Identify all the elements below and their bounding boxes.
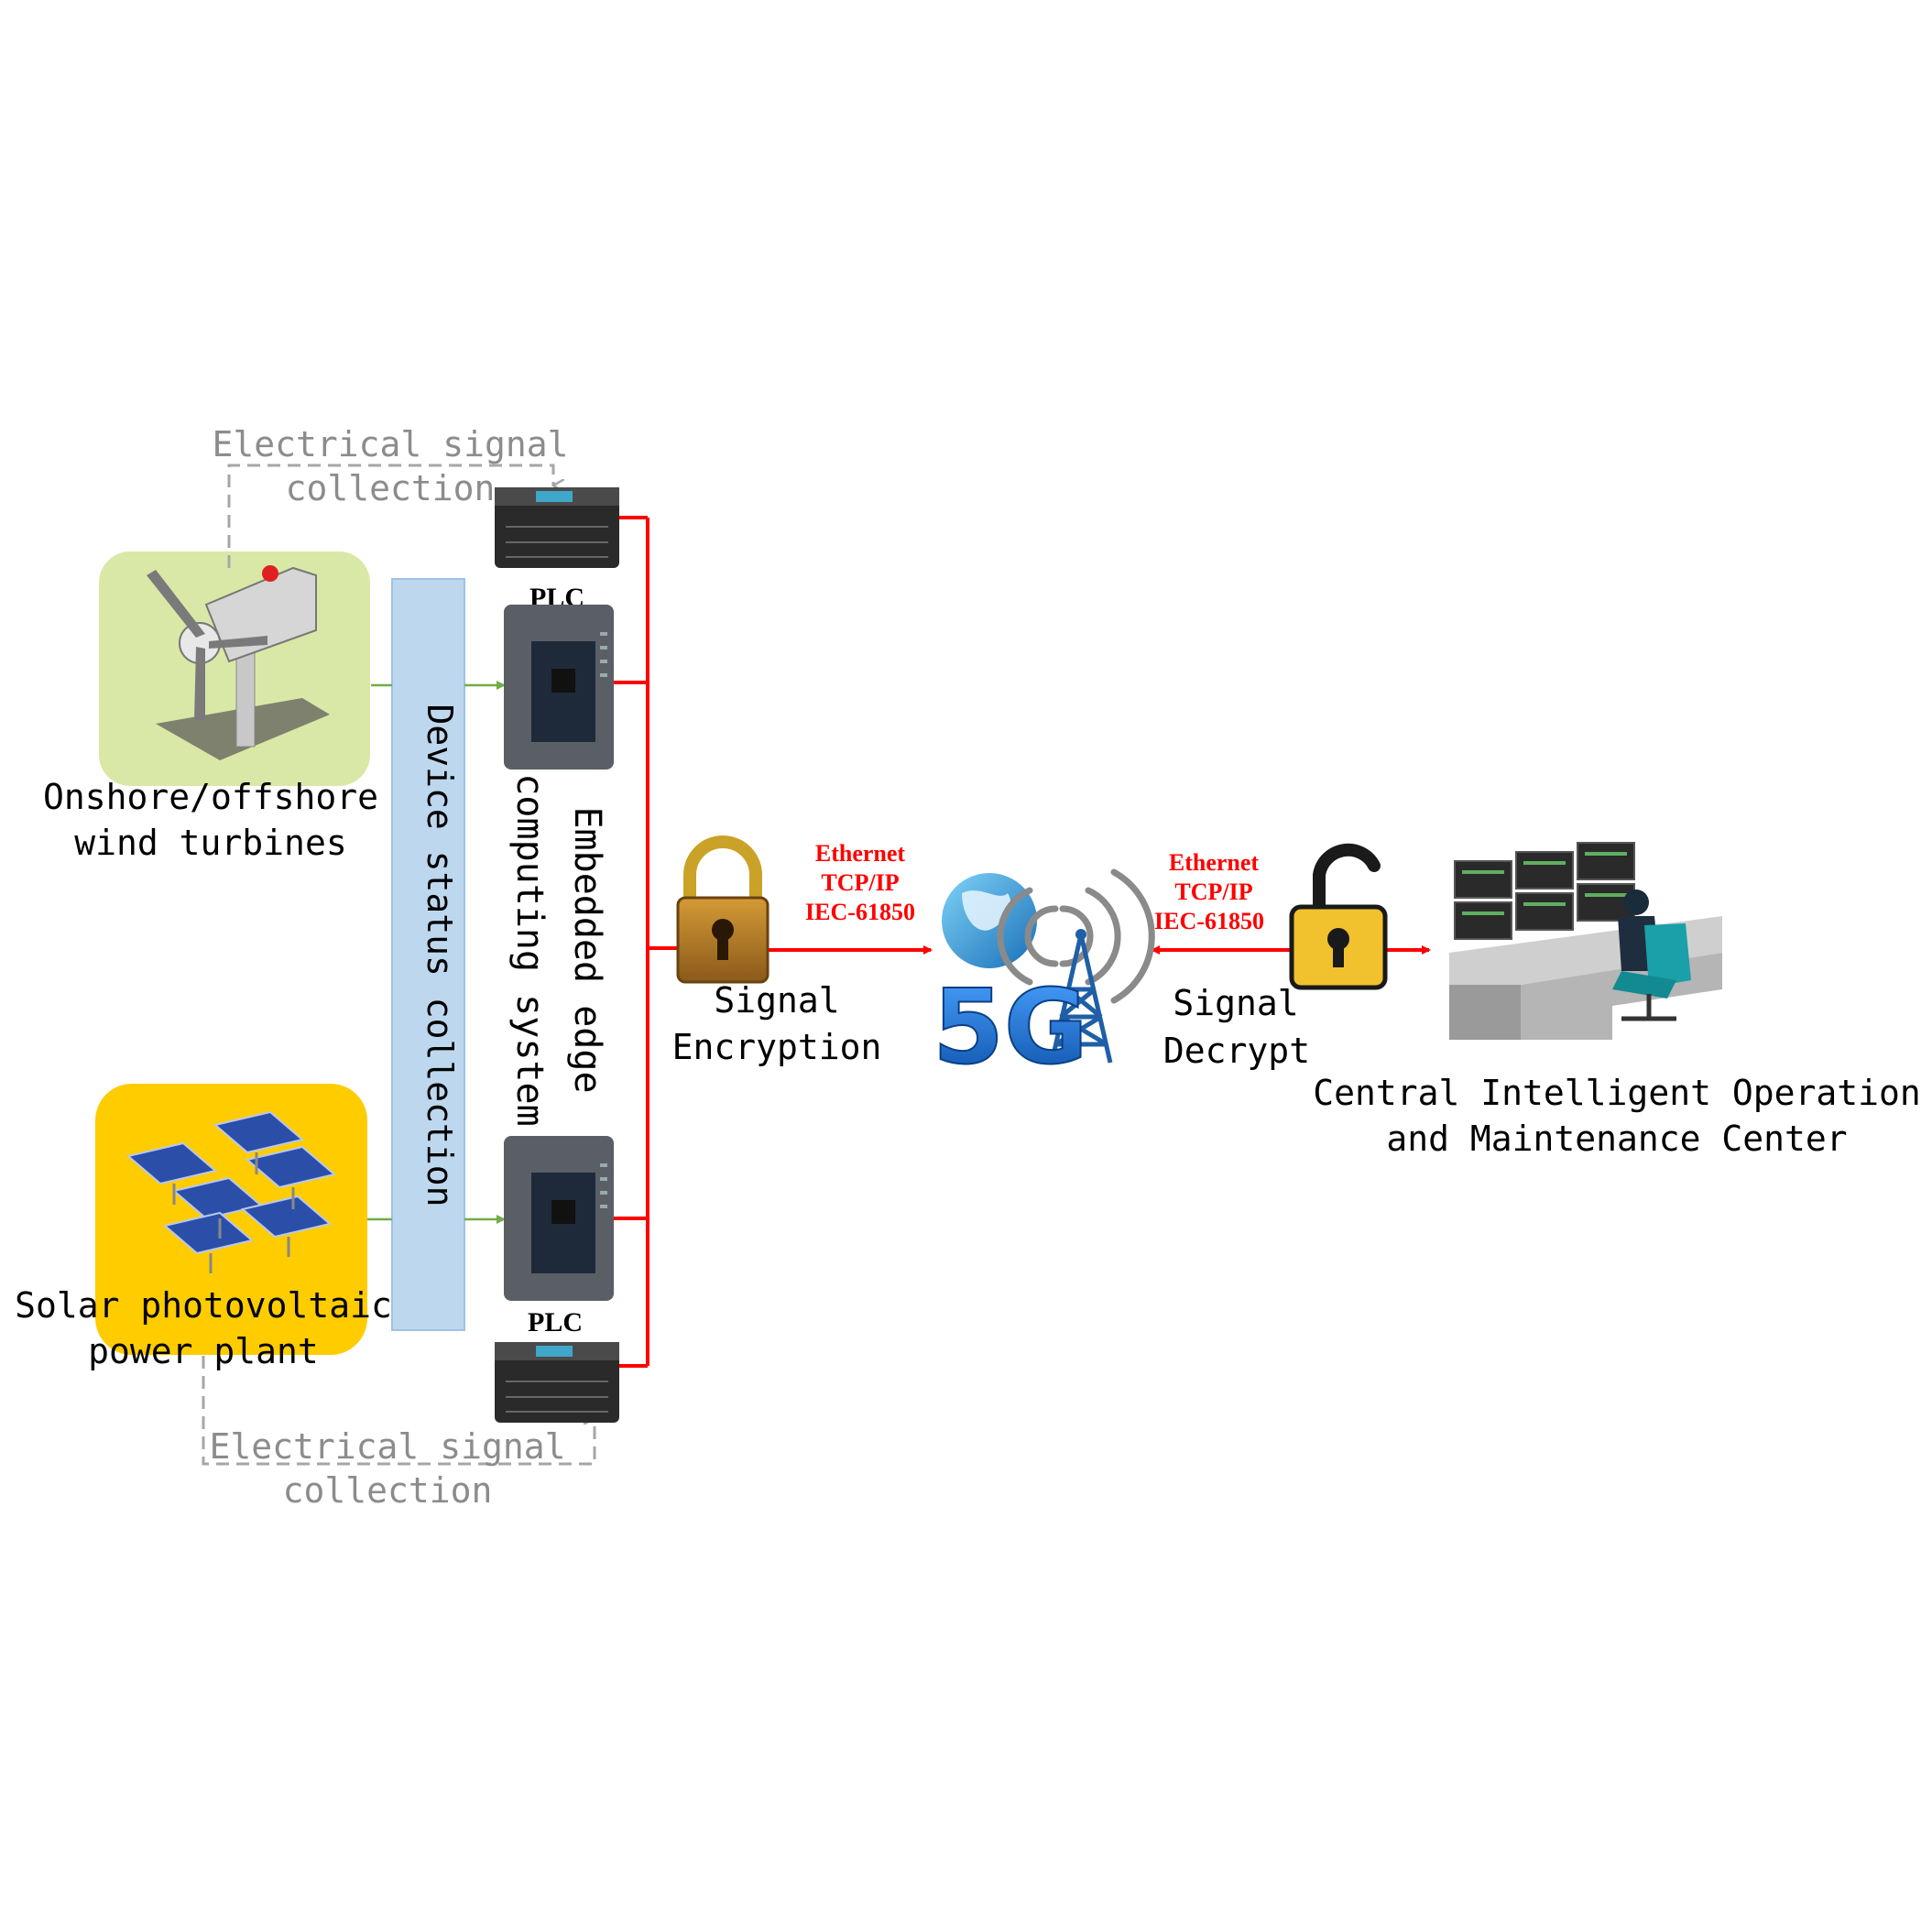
solar-panel-icon <box>126 1110 337 1273</box>
wind-signal-label-line2: collection <box>286 468 496 508</box>
lock-closed-icon <box>676 835 770 984</box>
device-status-label: Device status collection <box>420 704 460 1206</box>
decrypt-label-line2: Decrypt <box>1163 1031 1310 1071</box>
wind-turbine-block: Onshore/offshore wind turbines <box>43 551 378 863</box>
protocol-left-ethernet: Ethernet <box>815 840 906 867</box>
protocol-right-tcpip: TCP/IP <box>1174 879 1252 905</box>
5g-label: 5G <box>933 968 1088 1087</box>
red-bus <box>614 516 1431 1368</box>
electrical-signal-dashed <box>202 464 595 1466</box>
wind-turbine-label-line1: Onshore/offshore <box>43 777 378 817</box>
device-status-bar: Device status collection <box>391 578 465 1331</box>
edge-label-line1: Embedded edge <box>566 806 608 1093</box>
edge-label-line2: computing system <box>508 773 551 1126</box>
lock-open-icon <box>1289 843 1388 990</box>
decrypt-label-line1: Signal <box>1173 983 1298 1023</box>
wind-signal-label-line1: Electrical signal <box>213 424 569 464</box>
edge-system-label: Embedded edge computing system <box>508 773 608 1126</box>
center-label-line1: Central Intelligent Operation <box>1313 1073 1920 1113</box>
solar-block: Solar photovoltaic power plant <box>15 1084 392 1371</box>
edge-board-icon <box>504 605 614 770</box>
protocol-right: Ethernet TCP/IP IEC-61850 <box>1154 849 1264 934</box>
solar-plant-label-line1: Solar photovoltaic <box>15 1285 392 1326</box>
wind-turbine-icon <box>147 565 330 760</box>
wind-turbine-label-line2: wind turbines <box>74 823 346 863</box>
status-signal-lines <box>367 681 506 1224</box>
solar-signal-label-line1: Electrical signal <box>210 1426 566 1467</box>
5g-tower-icon: 5G <box>932 868 1155 1088</box>
control-room-icon <box>1449 842 1722 1040</box>
solar-plc-label: PLC <box>528 1307 583 1337</box>
protocol-left: Ethernet TCP/IP IEC-61850 <box>805 840 915 925</box>
protocol-left-iec: IEC-61850 <box>805 899 915 925</box>
plc-icon <box>495 1342 619 1423</box>
protocol-right-iec: IEC-61850 <box>1154 908 1264 934</box>
edge-board-icon <box>504 1136 614 1301</box>
solar-signal-label-line2: collection <box>283 1470 493 1511</box>
encryption-label-line2: Encryption <box>672 1027 882 1067</box>
center-label-line2: and Maintenance Center <box>1386 1119 1847 1159</box>
encryption-label-line1: Signal <box>714 980 839 1021</box>
protocol-right-ethernet: Ethernet <box>1169 849 1260 876</box>
plc-icon <box>495 487 619 568</box>
protocol-left-tcpip: TCP/IP <box>821 869 899 896</box>
